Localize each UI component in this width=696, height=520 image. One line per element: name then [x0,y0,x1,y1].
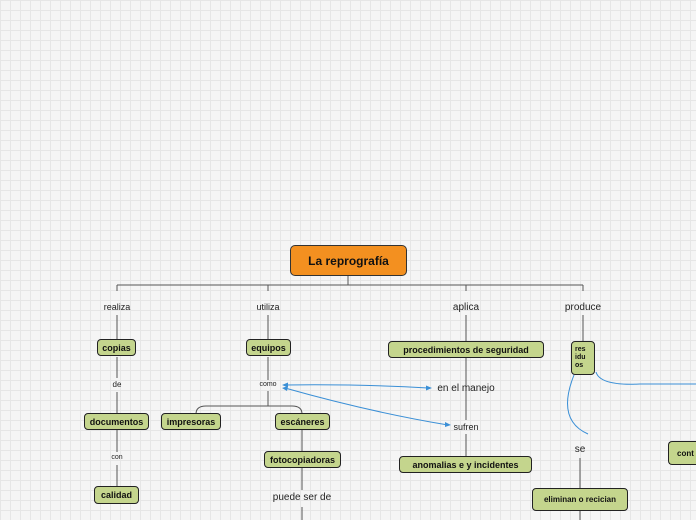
link-label-sufren: sufren [453,422,479,432]
link-label-aplica: aplica [452,302,480,313]
node-equipos[interactable]: equipos [246,339,291,356]
residuos-se-relation [567,374,589,435]
node-calidad[interactable]: calidad [94,486,139,504]
root-topic[interactable]: La reprografía [290,245,407,276]
node-procedimientos-seguridad[interactable]: procedimientos de seguridad [388,341,544,358]
node-cont-label: cont [677,448,694,458]
node-eliminan-recician[interactable]: eliminan o recician [532,488,628,511]
link-label-utiliza: utiliza [256,302,280,312]
node-cont[interactable]: cont [668,441,696,465]
como-manejo-relation [284,384,429,389]
node-impresoras-label: impresoras [166,416,216,427]
node-procedimientos-label: procedimientos de seguridad [403,344,529,355]
arrowhead [426,385,432,391]
como-split [195,405,303,415]
node-copias-label: copias [102,342,131,353]
como-sufren-relation [284,387,449,426]
link-label-se: se [574,444,586,455]
node-residuos-label-3: os [575,362,584,369]
arrowhead [282,382,288,388]
node-impresoras[interactable]: impresoras [161,413,221,430]
node-calidad-label: calidad [100,490,132,500]
node-anomalias-incidentes[interactable]: anomalias e y incidentes [399,456,532,473]
node-residuos-label-1: res [575,346,586,353]
node-anomalias-label: anomalias e y incidentes [412,459,519,470]
node-escaneres-label: escáneres [280,416,325,427]
link-label-con: con [111,454,123,461]
arrowhead [282,386,288,391]
node-fotocopiadoras-label: fotocopiadoras [269,454,335,465]
link-label-de: de [112,380,122,389]
node-escaneres[interactable]: escáneres [275,413,330,430]
node-eliminan-label: eliminan o recician [543,495,617,504]
root-topic-label: La reprografía [308,253,389,268]
node-documentos[interactable]: documentos [84,413,149,430]
link-label-puede-ser-de: puede ser de [272,492,332,503]
link-label-como: como [259,381,277,388]
node-documentos-label: documentos [89,416,144,427]
arrowhead [445,422,451,427]
node-copias[interactable]: copias [97,339,136,356]
residuos-right-relation [595,371,696,385]
link-label-realiza: realiza [103,302,131,312]
node-residuos[interactable]: res idu os [571,341,595,375]
node-fotocopiadoras[interactable]: fotocopiadoras [264,451,341,468]
root-connector [116,276,584,291]
link-label-produce: produce [564,302,602,313]
link-label-en-el-manejo: en el manejo [437,383,495,394]
node-residuos-label-2: idu [575,354,586,361]
node-equipos-label: equipos [251,342,286,353]
